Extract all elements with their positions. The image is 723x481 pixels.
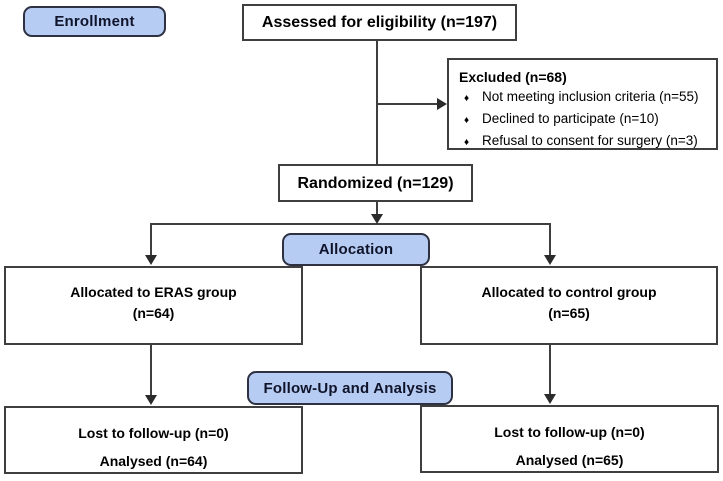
randomized-box: Randomized (n=129) — [278, 164, 473, 202]
eras-followup-line1: Lost to follow-up (n=0) — [78, 425, 229, 441]
control-followup-line1: Lost to follow-up (n=0) — [494, 424, 645, 440]
eras-group-line1: Allocated to ERAS group — [70, 284, 237, 300]
connector-to-control-group — [549, 223, 551, 257]
stage-label-enrollment: Enrollment — [23, 6, 166, 37]
eras-followup-box: Lost to follow-up (n=0) Analysed (n=64) — [4, 406, 303, 474]
arrowhead-down-icon — [145, 255, 157, 265]
assessed-eligibility-text: Assessed for eligibility (n=197) — [261, 14, 498, 31]
excluded-box: Excluded (n=68) ♦ Not meeting inclusion … — [447, 58, 718, 150]
excluded-item-text: Refusal to consent for surgery (n=3) — [482, 133, 698, 148]
excluded-item: ♦ Not meeting inclusion criteria (n=55) — [459, 87, 710, 109]
eras-followup-line2: Analysed (n=64) — [99, 453, 208, 469]
arrowhead-down-icon — [544, 394, 556, 404]
assessed-eligibility-box: Assessed for eligibility (n=197) — [242, 4, 517, 41]
connector-eras-to-followup — [150, 345, 152, 397]
eras-group-box: Allocated to ERAS group (n=64) — [4, 266, 303, 345]
excluded-item-text: Declined to participate (n=10) — [482, 111, 659, 126]
control-group-line1: Allocated to control group — [481, 284, 657, 300]
randomized-text: Randomized (n=129) — [297, 174, 454, 192]
excluded-item-text: Not meeting inclusion criteria (n=55) — [482, 89, 699, 104]
diamond-bullet-icon: ♦ — [464, 93, 470, 104]
diamond-bullet-icon: ♦ — [464, 115, 470, 126]
diamond-bullet-icon: ♦ — [464, 137, 470, 148]
arrowhead-down-icon — [145, 395, 157, 405]
connector-to-excluded — [376, 103, 438, 105]
arrowhead-down-icon — [371, 214, 383, 224]
control-followup-box: Lost to follow-up (n=0) Analysed (n=65) — [420, 405, 719, 473]
arrowhead-down-icon — [544, 255, 556, 265]
arrowhead-right-icon — [437, 98, 447, 110]
excluded-item: ♦ Refusal to consent for surgery (n=3) — [459, 131, 710, 153]
stage-label-allocation: Allocation — [282, 233, 430, 266]
excluded-item: ♦ Declined to participate (n=10) — [459, 109, 710, 131]
eras-group-line2: (n=64) — [132, 305, 175, 321]
control-followup-line2: Analysed (n=65) — [515, 452, 624, 468]
stage-label-followup-analysis: Follow-Up and Analysis — [247, 371, 453, 405]
connector-allocation-split — [151, 223, 551, 225]
control-group-line2: (n=65) — [548, 305, 590, 321]
connector-control-to-followup — [549, 345, 551, 396]
excluded-title: Excluded (n=68) — [459, 69, 567, 85]
connector-to-eras-group — [150, 223, 152, 257]
control-group-box: Allocated to control group (n=65) — [420, 266, 718, 345]
connector-randomized-down — [376, 202, 378, 215]
connector-assessed-to-randomized — [376, 41, 378, 164]
